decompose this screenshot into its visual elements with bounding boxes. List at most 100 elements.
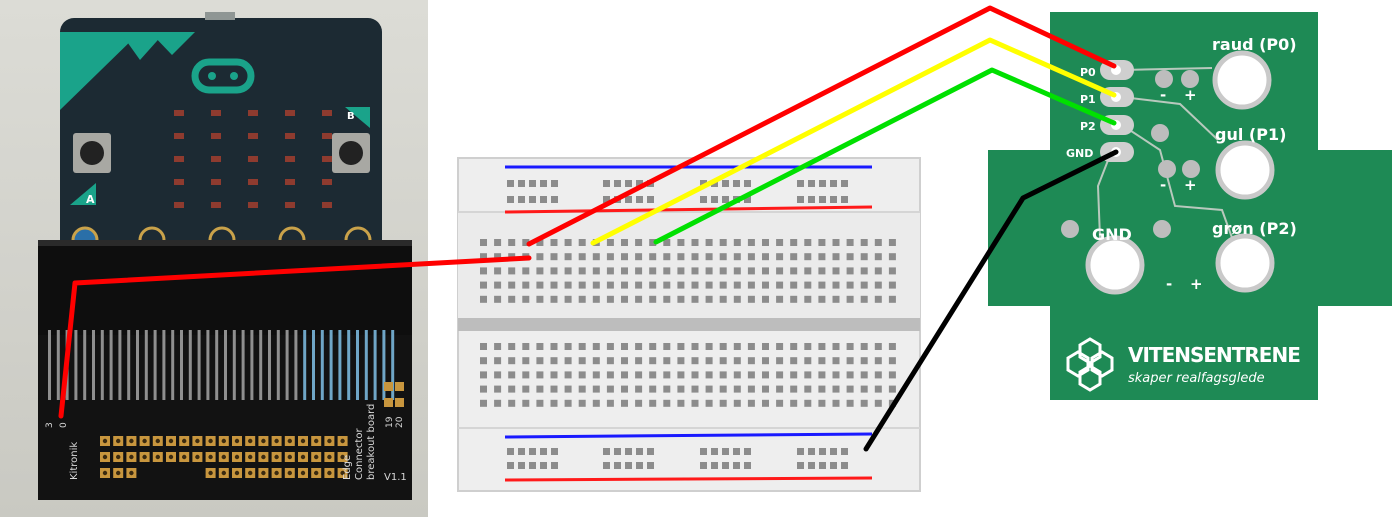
button-gnd[interactable] bbox=[1085, 235, 1145, 295]
button-a[interactable]: A bbox=[70, 133, 111, 206]
breadboard-hole bbox=[536, 399, 544, 407]
brand-name: VITENSENTRENE bbox=[1128, 343, 1300, 367]
breadboard-hole bbox=[649, 357, 657, 365]
breadboard-hole bbox=[578, 267, 586, 275]
breadboard-hole bbox=[818, 295, 826, 303]
breakout-title-line1: Edge bbox=[342, 455, 353, 480]
led bbox=[174, 133, 184, 139]
breadboard-hole bbox=[480, 385, 487, 393]
button-gron[interactable] bbox=[1215, 233, 1275, 293]
breadboard-hole bbox=[744, 448, 751, 455]
breadboard-hole bbox=[804, 357, 812, 365]
breadboard-hole bbox=[649, 281, 657, 289]
breadboard-hole bbox=[705, 357, 713, 365]
breadboard-hole bbox=[592, 371, 600, 379]
breadboard-hole bbox=[832, 357, 840, 365]
breadboard-hole bbox=[536, 281, 544, 289]
breadboard-hole bbox=[874, 343, 882, 350]
breadboard-hole bbox=[494, 399, 502, 407]
breadboard-hole bbox=[649, 385, 657, 393]
breadboard-hole bbox=[874, 399, 882, 407]
breadboard-hole bbox=[790, 371, 798, 379]
breadboard-hole bbox=[522, 281, 530, 289]
breadboard-hole bbox=[719, 253, 727, 261]
plus-sign-3: + bbox=[1190, 275, 1203, 293]
breadboard-hole bbox=[663, 343, 671, 350]
button-raud[interactable] bbox=[1212, 50, 1272, 110]
breadboard-hole bbox=[719, 267, 727, 275]
pad-p0-label: P0 bbox=[1080, 66, 1096, 79]
breadboard-hole bbox=[564, 281, 572, 289]
breadboard-hole bbox=[564, 371, 572, 379]
breadboard-hole bbox=[797, 196, 804, 203]
breadboard-hole bbox=[860, 253, 868, 261]
breadboard-hole bbox=[564, 267, 572, 275]
breadboard-hole bbox=[606, 385, 614, 393]
microbit-photo: A B bbox=[0, 0, 428, 517]
breadboard-hole bbox=[733, 385, 741, 393]
breadboard-hole bbox=[832, 371, 840, 379]
breadboard-hole bbox=[830, 196, 837, 203]
led bbox=[322, 179, 332, 185]
breadboard-hole bbox=[494, 343, 502, 350]
breadboard-hole bbox=[711, 462, 718, 469]
breadboard-hole bbox=[663, 267, 671, 275]
breadboard-hole bbox=[480, 371, 487, 379]
breadboard-hole bbox=[621, 281, 628, 289]
header-pin bbox=[303, 330, 307, 400]
header-pin bbox=[259, 330, 263, 400]
breadboard-hole bbox=[832, 267, 840, 275]
breadboard-hole bbox=[625, 462, 632, 469]
breadboard-hole bbox=[614, 448, 621, 455]
button-gul[interactable] bbox=[1215, 140, 1275, 200]
breadboard-hole bbox=[874, 253, 882, 261]
breadboard-hole bbox=[550, 357, 558, 365]
breadboard-hole bbox=[677, 399, 685, 407]
breadboard-hole bbox=[776, 239, 784, 246]
header-pin bbox=[109, 330, 113, 400]
breadboard-hole bbox=[636, 180, 643, 187]
breadboard-hole bbox=[529, 448, 536, 455]
header-pin bbox=[74, 330, 78, 400]
breadboard-hole bbox=[719, 371, 727, 379]
breadboard-hole bbox=[790, 239, 798, 246]
breadboard-hole bbox=[621, 253, 628, 261]
breadboard-hole bbox=[841, 462, 848, 469]
header-pin bbox=[232, 330, 236, 400]
breadboard-hole bbox=[564, 385, 572, 393]
breadboard-hole bbox=[480, 357, 487, 365]
breadboard-hole bbox=[494, 253, 502, 261]
breadboard-hole bbox=[888, 239, 896, 246]
breadboard-hole bbox=[635, 399, 643, 407]
breadboard-hole bbox=[762, 399, 769, 407]
breadboard-hole bbox=[592, 281, 600, 289]
breadboard-hole bbox=[874, 239, 882, 246]
breadboard-hole bbox=[508, 295, 516, 303]
breadboard-hole bbox=[592, 267, 600, 275]
breadboard-hole bbox=[564, 295, 572, 303]
breadboard-hole bbox=[550, 343, 558, 350]
led bbox=[285, 156, 295, 162]
breadboard-hole bbox=[635, 343, 643, 350]
breadboard-hole bbox=[700, 196, 707, 203]
breadboard-hole bbox=[508, 357, 516, 365]
breadboard-hole bbox=[550, 267, 558, 275]
button-b[interactable]: B bbox=[332, 107, 370, 173]
breadboard-hole bbox=[550, 253, 558, 261]
wire-green-p2 bbox=[653, 67, 1117, 245]
header-pin bbox=[92, 330, 95, 400]
breadboard-hole bbox=[677, 343, 685, 350]
breadboard-hole bbox=[808, 462, 815, 469]
breadboard-hole bbox=[808, 448, 815, 455]
breadboard-hole bbox=[635, 295, 643, 303]
breadboard-hole bbox=[846, 267, 854, 275]
breadboard-hole bbox=[603, 180, 610, 187]
breadboard-hole bbox=[860, 295, 868, 303]
breadboard-hole bbox=[733, 343, 741, 350]
header-pin bbox=[294, 330, 298, 400]
breadboard-hole bbox=[507, 196, 514, 203]
breadboard-hole bbox=[711, 448, 718, 455]
breadboard-hole bbox=[705, 253, 713, 261]
breadboard-hole bbox=[700, 462, 707, 469]
breadboard-hole bbox=[790, 281, 798, 289]
